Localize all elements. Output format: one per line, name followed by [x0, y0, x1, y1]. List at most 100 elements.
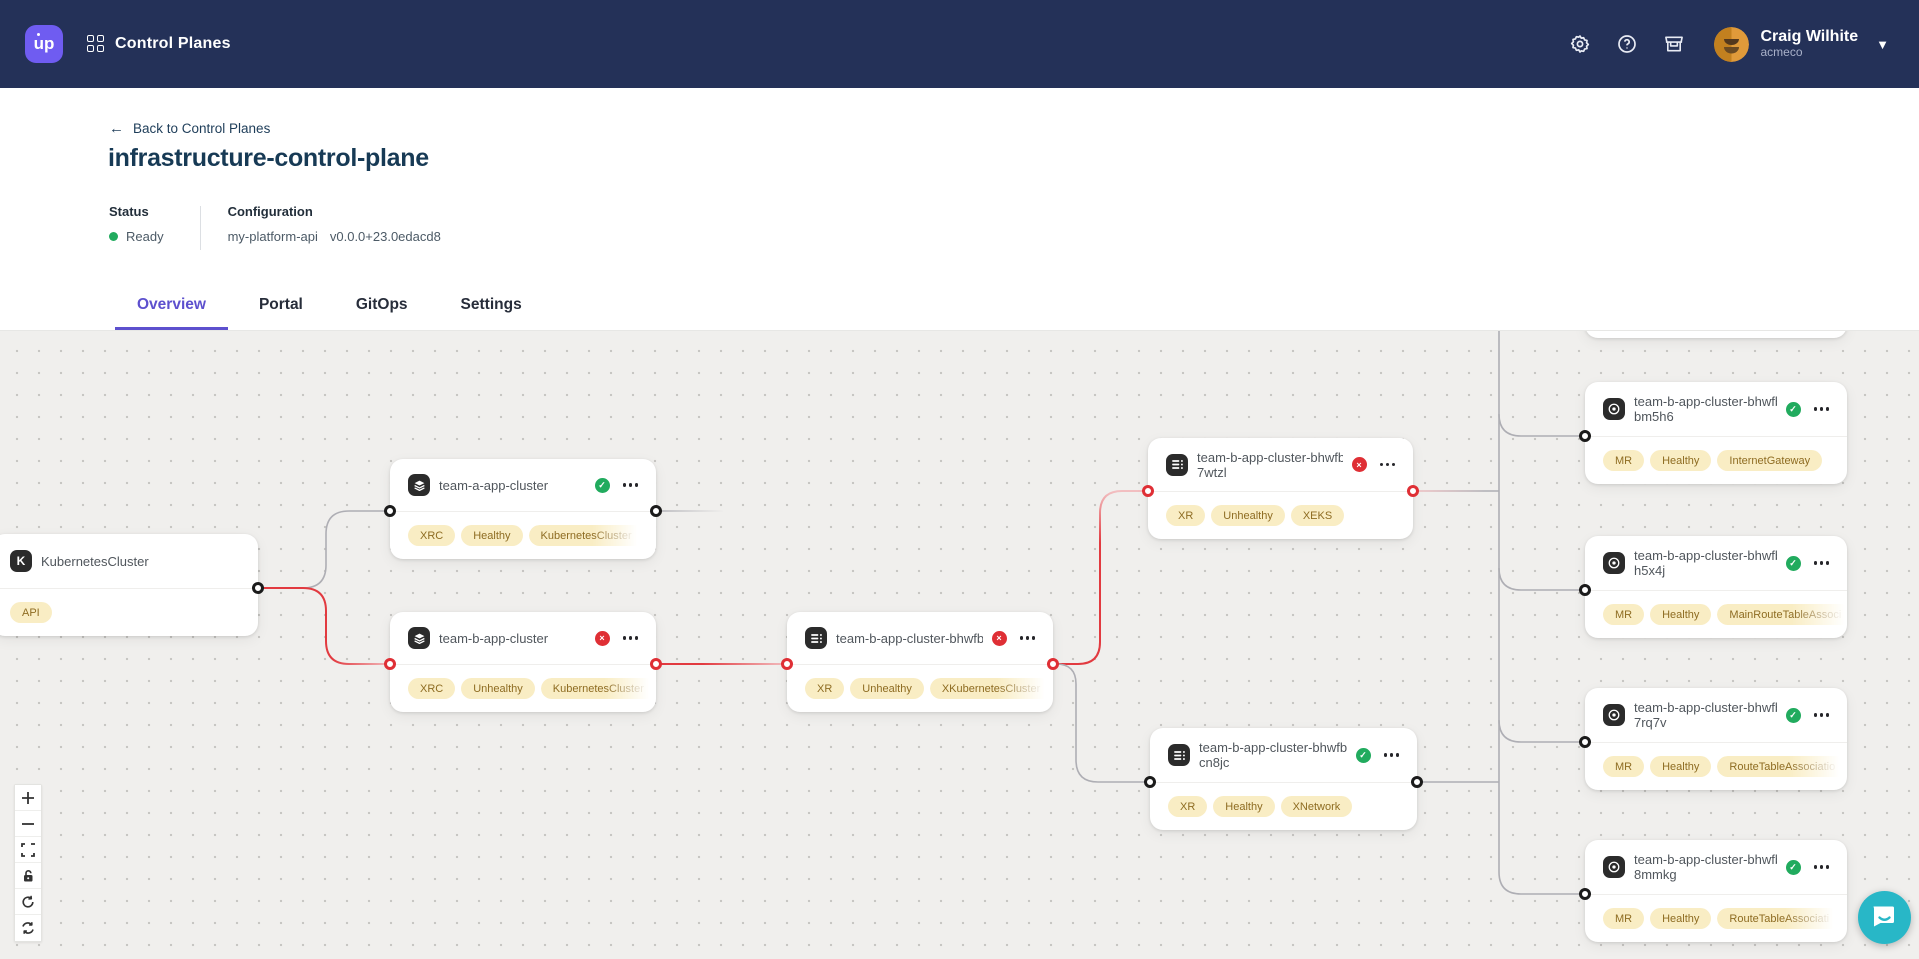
- node-menu-button[interactable]: [1813, 407, 1829, 411]
- navbar-right: Craig Wilhite acmeco ▼: [1543, 26, 1895, 62]
- node-menu-button[interactable]: [1813, 865, 1829, 869]
- handle-right-kubernetes-cluster[interactable]: [252, 582, 264, 594]
- graph-controls: [14, 784, 42, 942]
- node-divider: [1585, 894, 1847, 895]
- node-menu-button[interactable]: [1813, 561, 1829, 565]
- tab-portal[interactable]: Portal: [258, 296, 303, 313]
- badge-api: API: [10, 602, 52, 623]
- page-title: infrastructure-control-plane: [108, 144, 429, 172]
- badge-xeks: XEKS: [1290, 505, 1345, 526]
- upbound-logo[interactable]: up: [25, 25, 63, 63]
- zoom-out-button[interactable]: [15, 811, 41, 837]
- zoom-in-button[interactable]: [15, 785, 41, 811]
- badge-kubernetescluster: KubernetesCluster: [540, 678, 656, 699]
- badge-mainroutetableassoci: MainRouteTableAssoci: [1717, 604, 1847, 625]
- managed-resource-icon: [1608, 861, 1620, 873]
- apps-grid-icon[interactable]: [87, 35, 105, 53]
- help-icon[interactable]: [1617, 34, 1637, 54]
- node-icon-wrap: [1603, 398, 1625, 420]
- edge-k8s-to-team-a: [257, 510, 390, 589]
- node-title: team-b-app-cluster-bhwfb-cn8jc: [1199, 740, 1347, 770]
- fit-view-button[interactable]: [15, 837, 41, 863]
- lock-button[interactable]: [15, 863, 41, 889]
- edge-branch-bm5h6: [1498, 413, 1584, 437]
- node-menu-button[interactable]: [622, 636, 638, 640]
- handle-right-team-b-app-cluster-bhwfb-cn8jc[interactable]: [1411, 776, 1423, 788]
- tab-settings[interactable]: Settings: [460, 296, 522, 313]
- app-title: Control Planes: [115, 35, 231, 52]
- handle-left-team-b-app-cluster-bhwfb-cn8jc[interactable]: [1144, 776, 1156, 788]
- node-partial-top-node[interactable]: [1585, 331, 1847, 338]
- node-menu-button[interactable]: [1019, 636, 1035, 640]
- badge-kubernetescluster: KubernetesCluster: [528, 525, 644, 546]
- chevron-down-icon[interactable]: ▼: [1876, 36, 1889, 52]
- node-icon-wrap: [1166, 453, 1188, 476]
- node-divider: [0, 588, 258, 589]
- handle-left-team-b-app-cluster[interactable]: [384, 658, 396, 670]
- node-menu-button[interactable]: [622, 483, 638, 487]
- handle-left-team-b-app-cluster-bhwfb-h5x4j[interactable]: [1579, 584, 1591, 596]
- managed-resource-icon: [1608, 557, 1620, 569]
- handle-left-team-b-app-cluster-bhwfb-bm5h6[interactable]: [1579, 430, 1591, 442]
- back-link-label: Back to Control Planes: [133, 121, 271, 136]
- node-menu-button[interactable]: [1813, 713, 1829, 717]
- user-org: acmeco: [1760, 45, 1803, 60]
- tab-overview[interactable]: Overview: [115, 285, 228, 330]
- handle-left-team-b-app-cluster-bhwfb-7wtzl[interactable]: [1142, 485, 1154, 497]
- node-menu-button[interactable]: [1383, 753, 1399, 757]
- node-icon-wrap: [1603, 552, 1625, 574]
- settings-gear-icon[interactable]: [1570, 34, 1590, 54]
- configuration-version: v0.0.0+23.0edacd8: [329, 229, 441, 244]
- chat-widget-button[interactable]: [1858, 891, 1911, 944]
- handle-left-team-b-app-cluster-bhwfb[interactable]: [781, 658, 793, 670]
- node-title: team-b-app-cluster-bhwfb-7rq7v: [1634, 700, 1777, 730]
- tab-gitops[interactable]: GitOps: [355, 296, 408, 313]
- handle-left-team-b-app-cluster-bhwfb-7rq7v[interactable]: [1579, 736, 1591, 748]
- back-link[interactable]: ← Back to Control Planes: [109, 120, 270, 137]
- user-block[interactable]: Craig Wilhite acmeco: [1760, 28, 1858, 60]
- handle-right-team-b-app-cluster-bhwfb[interactable]: [1047, 658, 1059, 670]
- rotate-button[interactable]: [15, 889, 41, 915]
- edge-trunk: [1498, 331, 1584, 895]
- node-title: team-b-app-cluster-bhwfb-7wtzl: [1197, 449, 1343, 480]
- sync-button[interactable]: [15, 915, 41, 941]
- node-icon-wrap: K: [10, 550, 32, 572]
- composite-resource-icon: [810, 633, 822, 643]
- badge-xr: XR: [805, 678, 845, 699]
- meta-row: Status Ready Configuration my-platform-a…: [109, 204, 441, 250]
- healthy-check-icon: ✓: [1785, 401, 1801, 417]
- handle-right-team-a-app-cluster[interactable]: [650, 505, 662, 517]
- handle-left-team-a-app-cluster[interactable]: [384, 505, 396, 517]
- node-icon-wrap: [408, 474, 430, 496]
- node-divider: [390, 511, 656, 512]
- composite-resource-icon: [1173, 750, 1185, 760]
- marketplace-icon[interactable]: [1664, 34, 1684, 54]
- handle-right-team-b-app-cluster[interactable]: [650, 658, 662, 670]
- page-header: ← Back to Control Planes infrastructure-…: [0, 88, 1919, 330]
- chat-bubble-icon: [1873, 906, 1894, 927]
- user-avatar[interactable]: [1714, 26, 1750, 62]
- node-title: team-b-app-cluster-bhwfb-8mmkg: [1634, 852, 1777, 882]
- node-icon-wrap: [408, 627, 430, 649]
- node-divider: [1148, 491, 1413, 492]
- node-menu-button[interactable]: [1379, 462, 1395, 467]
- configuration-name[interactable]: my-platform-api: [227, 229, 318, 244]
- back-arrow-icon: ←: [109, 120, 124, 137]
- handle-right-team-b-app-cluster-bhwfb-7wtzl[interactable]: [1407, 485, 1419, 497]
- handle-left-team-b-app-cluster-bhwfb-8mmkg[interactable]: [1579, 888, 1591, 900]
